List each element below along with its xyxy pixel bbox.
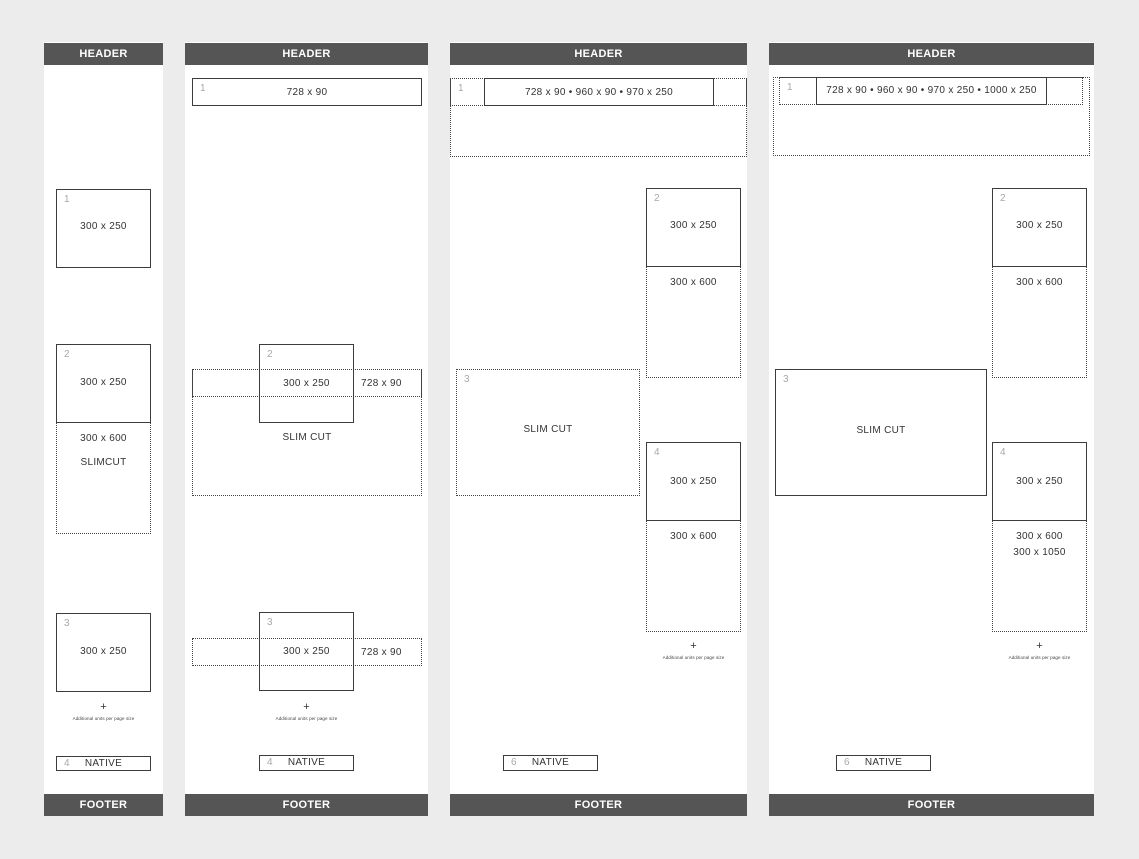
layout-desktop: HEADER 1 728 x 90 • 960 x 90 • 970 x 250… (450, 42, 747, 816)
ad-size-label: 300 x 250 (670, 476, 717, 487)
ad-slot-2: 2 300 x 250 (56, 344, 151, 423)
native-slot: 4 NATIVE (56, 756, 151, 771)
ad-slot-4: 4 300 x 250 (992, 442, 1087, 521)
ad-size-label: SLIM CUT (523, 424, 573, 435)
additional-units-note: Additional units per page size (275, 716, 338, 721)
ad-slot-2: 2 300 x 250 (259, 344, 354, 423)
slot-number: 3 (783, 374, 789, 385)
plus-sign: + (690, 640, 697, 652)
footer-bar: FOOTER (44, 794, 163, 816)
ad-slot-4: 4 300 x 250 (646, 442, 741, 521)
header-bar: HEADER (185, 43, 428, 65)
ad-size-label: 728 x 90 (361, 378, 402, 389)
ad-size-label: 300 x 250 (80, 221, 127, 232)
ad-size-label: 300 x 250 (80, 377, 127, 388)
slot-number: 1 (458, 83, 464, 94)
plus-sign: + (100, 701, 107, 713)
ad-size-label: NATIVE (531, 757, 570, 768)
ad-size-label: 728 x 90 • 960 x 90 • 970 x 250 • 1000 x… (826, 85, 1037, 96)
header-bar: HEADER (44, 43, 163, 65)
ad-size-label: 300 x 600 (670, 277, 717, 288)
header-bar: HEADER (769, 43, 1094, 65)
ad-slot-1: 1 728 x 90 (192, 78, 422, 106)
ad-size-label: 728 x 90 (286, 87, 328, 98)
footer-bar: FOOTER (450, 794, 747, 816)
slot-number: 1 (200, 83, 206, 94)
ad-size-label: 300 x 600 (80, 433, 127, 444)
ad-slot-2: 2 300 x 250 (992, 188, 1087, 267)
layout-wide-desktop: HEADER 1 728 x 90 • 960 x 90 • 970 x 250… (769, 42, 1094, 816)
ad-size-label: 300 x 1050 (1013, 547, 1066, 558)
footer-bar: FOOTER (185, 794, 428, 816)
additional-units-note: Additional units per page size (1008, 655, 1071, 660)
ad-slot-3: 3 300 x 250 (259, 612, 354, 691)
native-slot: 6 NATIVE (836, 755, 931, 771)
footer-bar: FOOTER (769, 794, 1094, 816)
ad-size-label: 728 x 90 • 960 x 90 • 970 x 250 (524, 87, 674, 98)
ad-size-label: 300 x 250 (670, 220, 717, 231)
ad-size-label: SLIMCUT (80, 457, 127, 468)
ad-slot-1: 728 x 90 • 960 x 90 • 970 x 250 (484, 78, 714, 106)
slot-number: 3 (464, 374, 470, 385)
ad-slot-3-slimcut: 3 SLIM CUT (456, 369, 640, 496)
ad-size-label: 728 x 90 (361, 647, 402, 658)
ad-size-label: 300 x 250 (283, 378, 330, 389)
ad-size-label: SLIM CUT (282, 432, 332, 443)
ad-size-label: NATIVE (864, 757, 903, 768)
slot-number: 1 (64, 194, 70, 205)
slot-number: 2 (654, 193, 660, 204)
header-bar: HEADER (450, 43, 747, 65)
layout-tablet: HEADER 1 728 x 90 SLIM CUT 728 x 90 2 30… (185, 42, 428, 816)
ad-size-label: SLIM CUT (856, 425, 906, 436)
slot-number: 4 (64, 758, 70, 769)
slot-number: 3 (64, 618, 70, 629)
ad-slot-1: 728 x 90 • 960 x 90 • 970 x 250 • 1000 x… (816, 77, 1047, 105)
ad-size-label: 300 x 250 (1016, 220, 1063, 231)
slot-number: 3 (267, 617, 273, 628)
slot-number: 4 (654, 447, 660, 458)
ad-slot-2-leaderboard: 728 x 90 (192, 369, 422, 397)
ad-slot-3-leaderboard: 728 x 90 (192, 638, 422, 666)
ad-size-label: 300 x 600 (670, 531, 717, 542)
slot-number: 6 (511, 757, 517, 768)
ad-size-label: 300 x 250 (283, 646, 330, 657)
ad-slot-3: 3 300 x 250 (56, 613, 151, 692)
additional-units-note: Additional units per page size (662, 655, 725, 660)
slot-number: 2 (1000, 193, 1006, 204)
slot-number: 4 (1000, 447, 1006, 458)
plus-sign: + (1036, 640, 1043, 652)
ad-slot-1: 1 300 x 250 (56, 189, 151, 268)
plus-sign: + (303, 701, 310, 713)
layout-mobile: HEADER 1 300 x 250 300 x 600 SLIMCUT 2 3… (44, 42, 163, 816)
ad-size-label: NATIVE (84, 758, 123, 769)
slot-number: 2 (64, 349, 70, 360)
native-slot: 4 NATIVE (259, 755, 354, 771)
slot-number: 2 (267, 349, 273, 360)
ad-slot-2: 2 300 x 250 (646, 188, 741, 267)
slot-number: 1 (787, 82, 793, 93)
ad-size-label: 300 x 600 (1016, 531, 1063, 542)
ad-size-label: 300 x 250 (80, 646, 127, 657)
additional-units-note: Additional units per page size (72, 716, 135, 721)
ad-size-label: 300 x 600 (1016, 277, 1063, 288)
native-slot: 6 NATIVE (503, 755, 598, 771)
ad-size-label: 300 x 250 (1016, 476, 1063, 487)
slot-number: 4 (267, 757, 273, 768)
ad-size-label: NATIVE (287, 757, 326, 768)
ad-slot-3-slimcut: 3 SLIM CUT (775, 369, 987, 496)
slot-number: 6 (844, 757, 850, 768)
